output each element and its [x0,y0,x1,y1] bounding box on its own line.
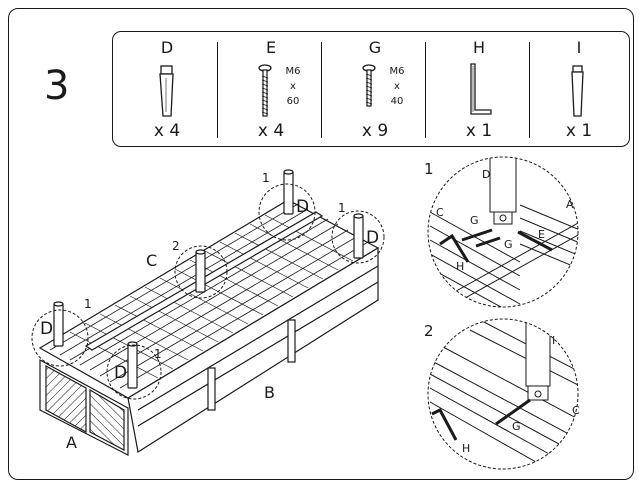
part-letter: D [40,319,53,339]
bench-main-view [38,169,380,456]
detail-label: I [552,334,555,347]
part-letter: C [146,251,157,270]
detail-label: H [456,260,464,273]
part-label: E [265,38,277,57]
part-qty: x 4 [257,121,285,141]
step-number: 3 [44,63,70,109]
divider [425,42,426,138]
detail-label: E [538,228,545,241]
detail-label: H [462,442,470,455]
divider [217,42,218,138]
part-letter: D [296,197,309,217]
detail-label: C [572,404,580,417]
bolt-g-icon [362,64,376,107]
part-letter: B [264,383,275,402]
part-qty: x 9 [361,121,389,141]
instruction-frame [8,8,634,480]
part-qty: x 4 [153,121,181,141]
part-qty: x 1 [465,121,493,141]
parts-list: D x 4 E M6 x 60 x 4 G M6 [112,31,630,147]
part-spec: M6 x 60 [285,66,301,107]
detail-number: 1 [424,160,434,178]
detail-2: 2 I C G H [424,318,580,470]
part-label: I [576,38,582,57]
main-view-labels: 1 1 2 1 1 D D D D C A B [40,171,379,452]
part-h: H x 1 [427,32,531,146]
detail-label: G [470,214,479,227]
detail-label: G [504,238,513,251]
callout-number: 2 [172,239,180,253]
divider [321,42,322,138]
part-label: G [368,38,382,57]
part-label: H [472,38,486,57]
part-letter: D [366,228,379,248]
part-g: G M6 x 40 x 9 [323,32,427,146]
callout-number: 1 [338,201,346,215]
detail-number: 2 [424,322,434,340]
part-label: D [160,38,174,57]
detail-label: A [566,198,574,211]
part-letter: A [66,433,77,452]
detail-label: C [436,206,444,219]
part-spec: M6 x 40 [389,66,405,107]
callout-number: 1 [154,347,162,361]
callout-number: 1 [262,171,270,185]
part-i: I x 1 [527,32,631,146]
callout-number: 1 [84,297,92,311]
part-letter: D [114,363,127,383]
part-e: E M6 x 60 x 4 [219,32,323,146]
bolt-e-icon [258,64,272,117]
part-qty: x 1 [565,121,593,141]
part-d: D x 4 [115,32,219,146]
leg-i-icon [571,65,584,117]
detail-label: G [512,420,521,433]
allen-key-icon [470,63,492,115]
detail-1: 1 D C A G G E H [424,156,579,308]
leg-d-icon [159,65,174,117]
detail-label: D [482,168,490,181]
divider [529,42,530,138]
callout-circles [31,183,385,400]
